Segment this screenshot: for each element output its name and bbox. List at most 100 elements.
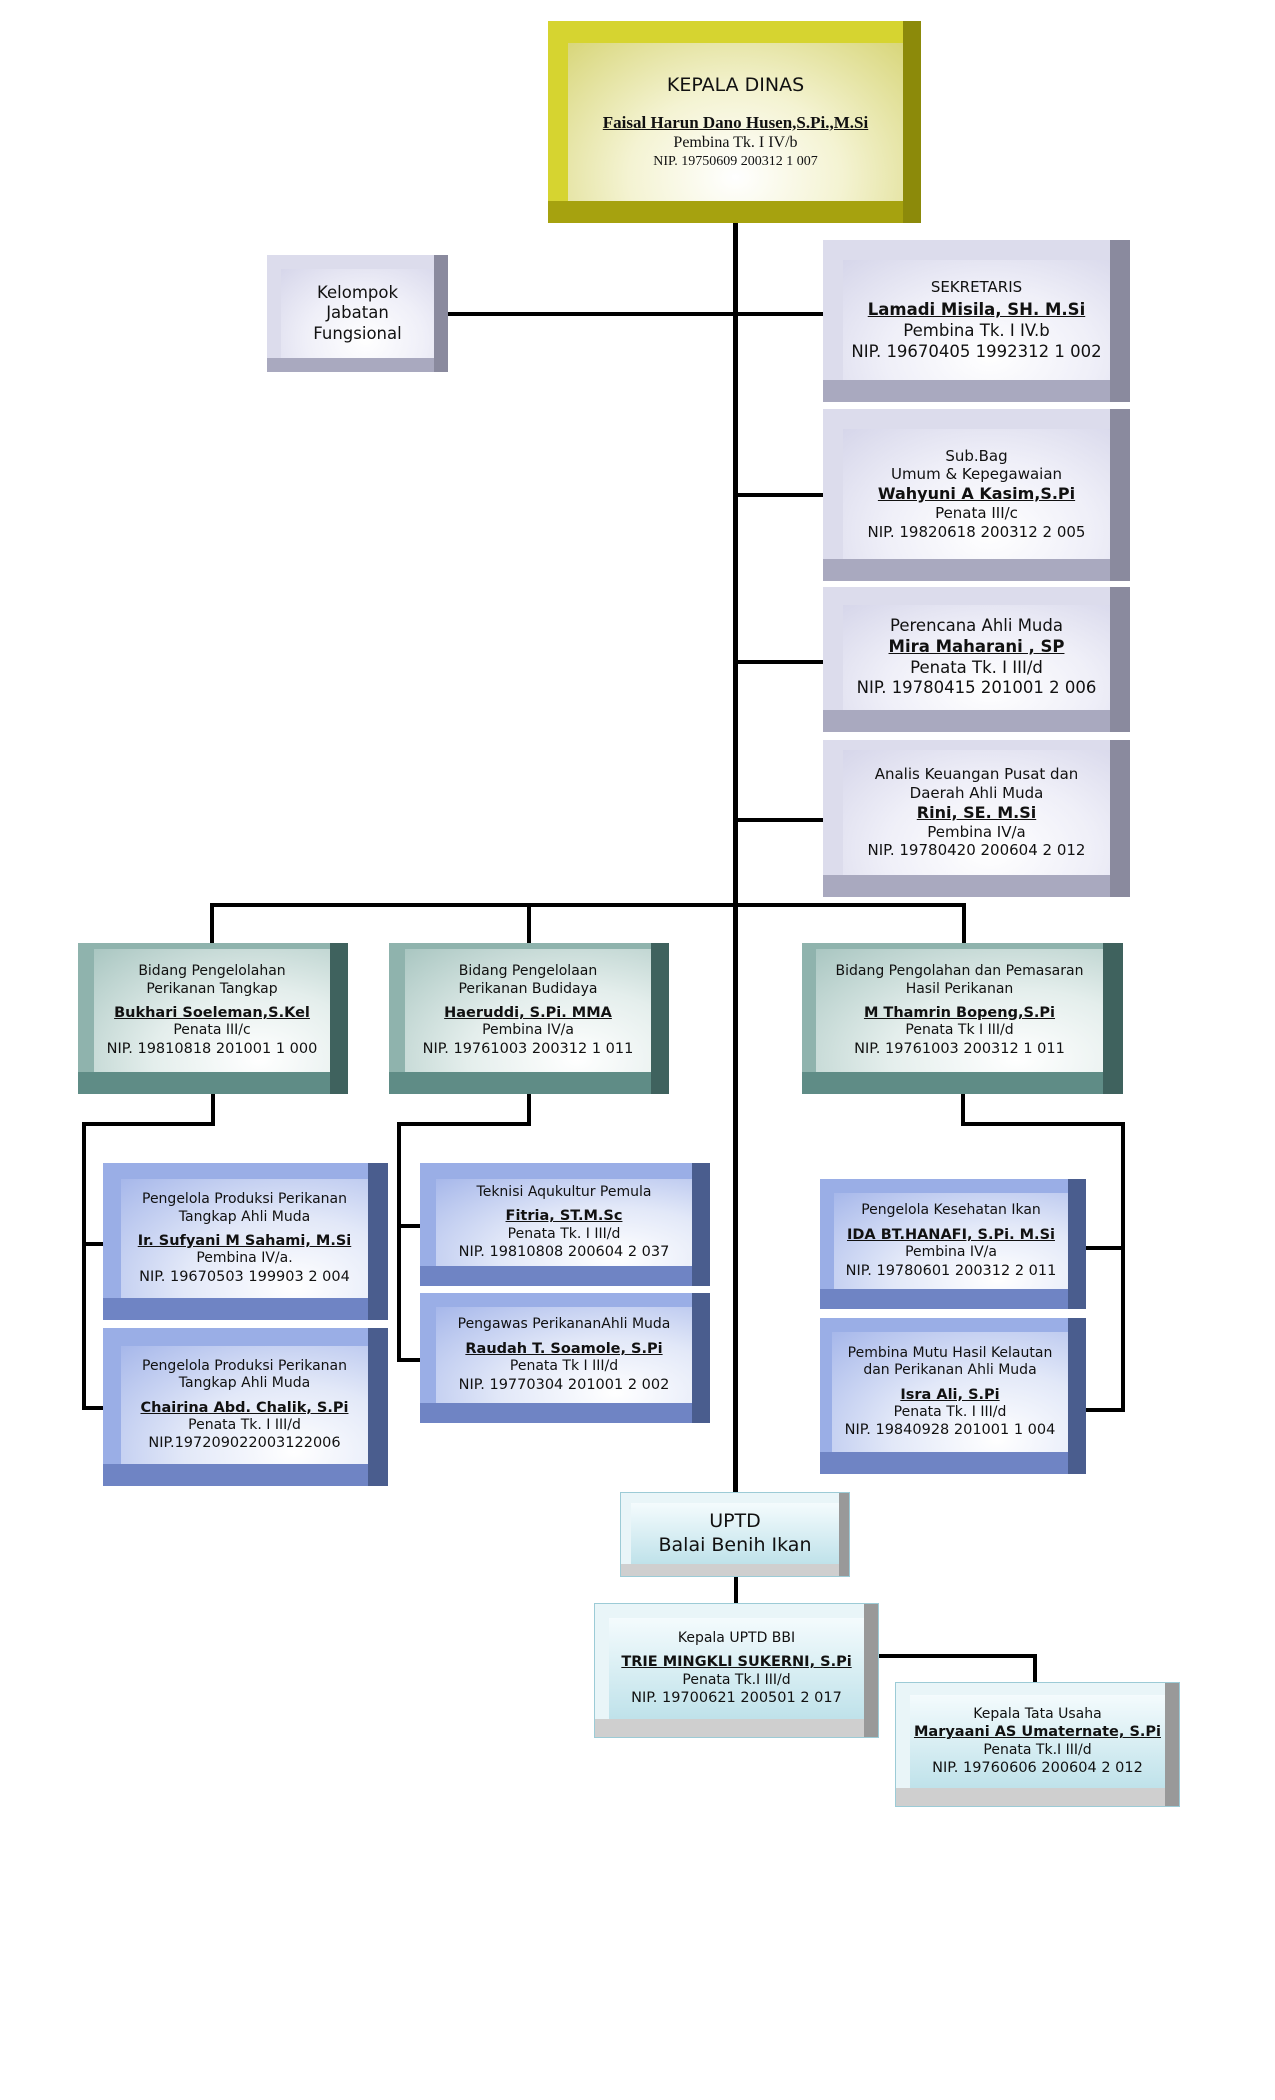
- uptd-down: [734, 1577, 738, 1603]
- pembina-mutu-name: Isra Ali, S.Pi: [900, 1386, 1000, 1403]
- teknisi-nip: NIP. 19810808 200604 2 037: [458, 1244, 670, 1260]
- pembina-mutu-title1: Pembina Mutu Hasil Kelautan: [847, 1344, 1053, 1361]
- bidang-pengolahan-title1: Bidang Pengolahan dan Pemasaran: [835, 963, 1084, 980]
- tata-usaha-horiz: [879, 1654, 1037, 1658]
- pp1-title1: Pengelola Produksi Perikanan: [142, 1191, 347, 1208]
- bidang-budidaya-rank: Pembina IV/a: [482, 1022, 574, 1039]
- analis-title2: Daerah Ahli Muda: [909, 783, 1044, 802]
- kelompok-line3: Fungsional: [313, 323, 402, 343]
- b3-horiz: [961, 1122, 1125, 1126]
- kesehatan-rank: Pembina IV/a: [905, 1244, 997, 1260]
- kelompok-jabatan-box[interactable]: Kelompok Jabatan Fungsional: [267, 255, 448, 372]
- tata-usaha-name: Maryaani AS Umaternate, S.Pi: [913, 1724, 1161, 1741]
- kepala-uptd-nip: NIP. 19700621 200501 2 017: [631, 1690, 842, 1706]
- pp1-nip: NIP. 19670503 199903 2 004: [139, 1268, 350, 1285]
- kepala-uptd-box[interactable]: Kepala UPTD BBI TRIE MINGKLI SUKERNI, S.…: [594, 1603, 879, 1738]
- kelompok-connector: [448, 312, 823, 316]
- teknisi-title: Teknisi Aqukultur Pemula: [476, 1183, 652, 1200]
- pembina-mutu-rank: Penata Tk. I III/d: [893, 1403, 1007, 1420]
- kepala-uptd-name: TRIE MINGKLI SUKERNI, S.Pi: [621, 1654, 852, 1671]
- bidang-tangkap-box[interactable]: Bidang Pengelolahan Perikanan Tangkap Bu…: [78, 943, 348, 1094]
- perencana-connector: [736, 660, 823, 664]
- perencana-nip: NIP. 19780415 201001 2 006: [856, 678, 1097, 698]
- pp2-title2: Tangkap Ahli Muda: [178, 1375, 311, 1392]
- kesehatan-title: Pengelola Kesehatan Ikan: [861, 1202, 1041, 1219]
- subbag-title1: Sub.Bag: [945, 446, 1008, 465]
- subbag-nip: NIP. 19820618 200312 2 005: [867, 522, 1086, 541]
- kepala-tata-usaha-box[interactable]: Kepala Tata Usaha Maryaani AS Umaternate…: [895, 1682, 1180, 1807]
- tata-usaha-title: Kepala Tata Usaha: [973, 1705, 1102, 1722]
- pengawas-rank: Penata Tk I III/d: [509, 1358, 619, 1374]
- pp2-rank: Penata Tk. I III/d: [188, 1416, 301, 1433]
- bidang3-drop: [962, 903, 966, 943]
- bidang-pengolahan-nip: NIP. 19761003 200312 1 011: [854, 1040, 1065, 1057]
- tata-usaha-rank: Penata Tk.I III/d: [983, 1741, 1092, 1758]
- b3-stub1: [1086, 1246, 1125, 1250]
- sekretaris-box[interactable]: SEKRETARIS Lamadi Misila, SH. M.Si Pembi…: [823, 240, 1130, 402]
- pengawas-perikanan-box[interactable]: Pengawas PerikananAhli Muda Raudah T. So…: [420, 1293, 710, 1423]
- kesehatan-nip: NIP. 19780601 200312 2 011: [845, 1262, 1057, 1279]
- bidang-tangkap-title2: Perikanan Tangkap: [146, 980, 278, 997]
- subbag-title2: Umum & Kepegawaian: [890, 465, 1063, 484]
- b2-stub1: [397, 1224, 420, 1228]
- b1-left-vert: [82, 1122, 86, 1410]
- kepala-dinas-rank: Pembina Tk. I IV/b: [673, 133, 798, 151]
- bidang-pengolahan-rank: Penata Tk I III/d: [905, 1022, 1014, 1039]
- b1-horiz: [82, 1122, 215, 1126]
- kepala-dinas-name: Faisal Harun Dano Husen,S.Pi.,M.Si: [602, 112, 869, 132]
- pembina-mutu-box[interactable]: Pembina Mutu Hasil Kelautan dan Perikana…: [820, 1318, 1086, 1474]
- bidang-tangkap-rank: Penata III/c: [173, 1022, 251, 1039]
- subbag-umum-box[interactable]: Sub.Bag Umum & Kepegawaian Wahyuni A Kas…: [823, 409, 1130, 581]
- b3-stub2: [1086, 1408, 1125, 1412]
- pengawas-name: Raudah T. Soamole, S.Pi: [465, 1340, 663, 1357]
- kesehatan-name: IDA BT.HANAFI, S.Pi. M.Si: [847, 1226, 1055, 1243]
- pp1-name: Ir. Sufyani M Sahami, M.Si: [137, 1233, 352, 1250]
- bidang-tangkap-name: Bukhari Soeleman,S.Kel: [114, 1005, 310, 1022]
- b2-horiz: [397, 1122, 531, 1126]
- kelompok-line1: Kelompok: [316, 282, 399, 302]
- perencana-box[interactable]: Perencana Ahli Muda Mira Maharani , SP P…: [823, 587, 1130, 732]
- uptd-line1: UPTD: [709, 1509, 761, 1532]
- kelompok-line2: Jabatan: [326, 303, 389, 323]
- kepala-dinas-title: KEPALA DINAS: [666, 73, 805, 96]
- kepala-uptd-rank: Penata Tk.I III/d: [682, 1671, 791, 1688]
- subbag-rank: Penata III/c: [935, 504, 1018, 522]
- b2-stub2: [397, 1358, 420, 1362]
- b3-right-vert: [1121, 1122, 1125, 1412]
- subbag-connector: [736, 493, 823, 497]
- sekretaris-title: SEKRETARIS: [930, 277, 1023, 296]
- kepala-dinas-nip: NIP. 19750609 200312 1 007: [653, 153, 818, 169]
- b1-down: [211, 1094, 215, 1125]
- analis-keuangan-box[interactable]: Analis Keuangan Pusat dan Daerah Ahli Mu…: [823, 740, 1130, 897]
- perencana-name: Mira Maharani , SP: [888, 636, 1065, 656]
- pengelola-produksi-2-box[interactable]: Pengelola Produksi Perikanan Tangkap Ahl…: [103, 1328, 388, 1486]
- pengawas-nip: NIP. 19770304 201001 2 002: [458, 1376, 670, 1393]
- pembina-mutu-nip: NIP. 19840928 201001 1 004: [844, 1422, 1056, 1439]
- b3-down: [961, 1094, 965, 1125]
- pengawas-title: Pengawas PerikananAhli Muda: [457, 1316, 671, 1333]
- analis-title1: Analis Keuangan Pusat dan: [874, 765, 1079, 783]
- b1-stub2: [82, 1406, 103, 1410]
- sekretaris-rank: Pembina Tk. I IV.b: [903, 321, 1050, 341]
- analis-connector: [736, 818, 823, 822]
- pp2-title1: Pengelola Produksi Perikanan: [142, 1357, 347, 1374]
- pp1-title2: Tangkap Ahli Muda: [178, 1208, 311, 1225]
- perencana-rank: Penata Tk. I III/d: [910, 657, 1043, 677]
- bidang-budidaya-box[interactable]: Bidang Pengelolaan Perikanan Budidaya Ha…: [389, 943, 669, 1094]
- uptd-box[interactable]: UPTD Balai Benih Ikan: [620, 1492, 850, 1577]
- bidang-pengolahan-box[interactable]: Bidang Pengolahan dan Pemasaran Hasil Pe…: [802, 943, 1123, 1094]
- b2-left-vert: [397, 1122, 401, 1362]
- pengelola-kesehatan-box[interactable]: Pengelola Kesehatan Ikan IDA BT.HANAFI, …: [820, 1179, 1086, 1309]
- teknisi-name: Fitria, ST.M.Sc: [505, 1208, 623, 1225]
- teknisi-aqukultur-box[interactable]: Teknisi Aqukultur Pemula Fitria, ST.M.Sc…: [420, 1163, 710, 1286]
- teknisi-rank: Penata Tk. I III/d: [507, 1225, 621, 1242]
- bidang-pengolahan-name: M Thamrin Bopeng,S.Pi: [863, 1005, 1056, 1022]
- kepala-uptd-title: Kepala UPTD BBI: [677, 1629, 796, 1646]
- pengelola-produksi-1-box[interactable]: Pengelola Produksi Perikanan Tangkap Ahl…: [103, 1163, 388, 1320]
- uptd-line2: Balai Benih Ikan: [658, 1533, 812, 1556]
- sekretaris-nip: NIP. 19670405 1992312 1 002: [851, 341, 1102, 361]
- kepala-dinas-box[interactable]: KEPALA DINAS Faisal Harun Dano Husen,S.P…: [548, 21, 921, 223]
- bidang1-drop: [210, 903, 214, 943]
- bidang2-drop: [527, 903, 531, 943]
- subbag-name: Wahyuni A Kasim,S.Pi: [877, 484, 1076, 503]
